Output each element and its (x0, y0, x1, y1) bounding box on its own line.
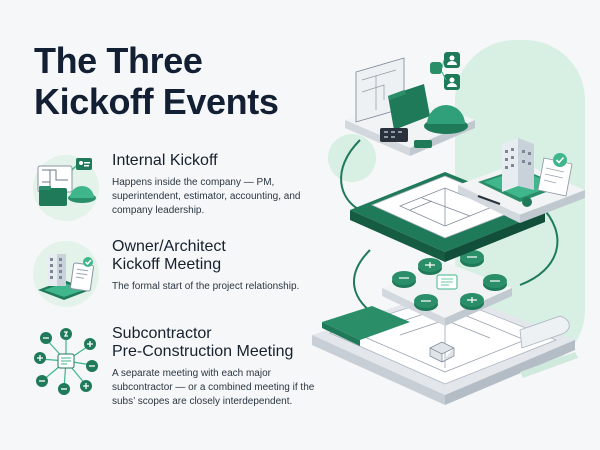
page-title-line-1: The Three (34, 40, 203, 81)
event-title-line: Kickoff Meeting (112, 256, 222, 273)
event-owner-architect-kickoff-text: Owner/Architect Kickoff Meeting The form… (112, 238, 317, 294)
internal-kickoff-card (345, 57, 475, 156)
page-title-line-2: Kickoff Events (34, 81, 279, 122)
event-title: Subcontractor Pre-Construction Meeting (112, 325, 317, 361)
event-internal-kickoff: Internal Kickoff Happens inside the comp… (30, 152, 315, 227)
event-subcontractor-preconstruction-text: Subcontractor Pre-Construction Meeting A… (112, 325, 317, 409)
event-owner-architect-kickoff: Owner/Architect Kickoff Meeting The form… (30, 238, 315, 318)
trade-tools-network-icon (34, 328, 98, 395)
isometric-construction-stack-illustration (312, 40, 585, 405)
site-plan-slab (350, 172, 545, 262)
building-and-contract-icon (33, 241, 99, 307)
event-internal-kickoff-text: Internal Kickoff Happens inside the comp… (112, 152, 317, 218)
event-title: Owner/Architect Kickoff Meeting (112, 238, 317, 274)
event-description: The formal start of the project relation… (112, 281, 300, 292)
event-title-line: Pre-Construction Meeting (112, 343, 294, 360)
event-title: Internal Kickoff (112, 152, 317, 170)
event-title-line: Internal Kickoff (112, 152, 218, 169)
floating-icon-tiles (430, 52, 460, 90)
blueprint-and-hardhat-icon (33, 155, 99, 221)
event-description: Happens inside the company — PM, superin… (112, 177, 301, 216)
owner-architect-card (458, 138, 585, 223)
event-subcontractor-preconstruction: Subcontractor Pre-Construction Meeting A… (30, 325, 315, 425)
trade-hub-ring (382, 250, 512, 326)
blueprint-platform (312, 290, 578, 405)
event-description: A separate meeting with each major subco… (112, 368, 315, 407)
event-title-line: Subcontractor (112, 325, 212, 342)
event-title-line: Owner/Architect (112, 238, 226, 255)
page-title: The Three Kickoff Events (34, 40, 279, 122)
